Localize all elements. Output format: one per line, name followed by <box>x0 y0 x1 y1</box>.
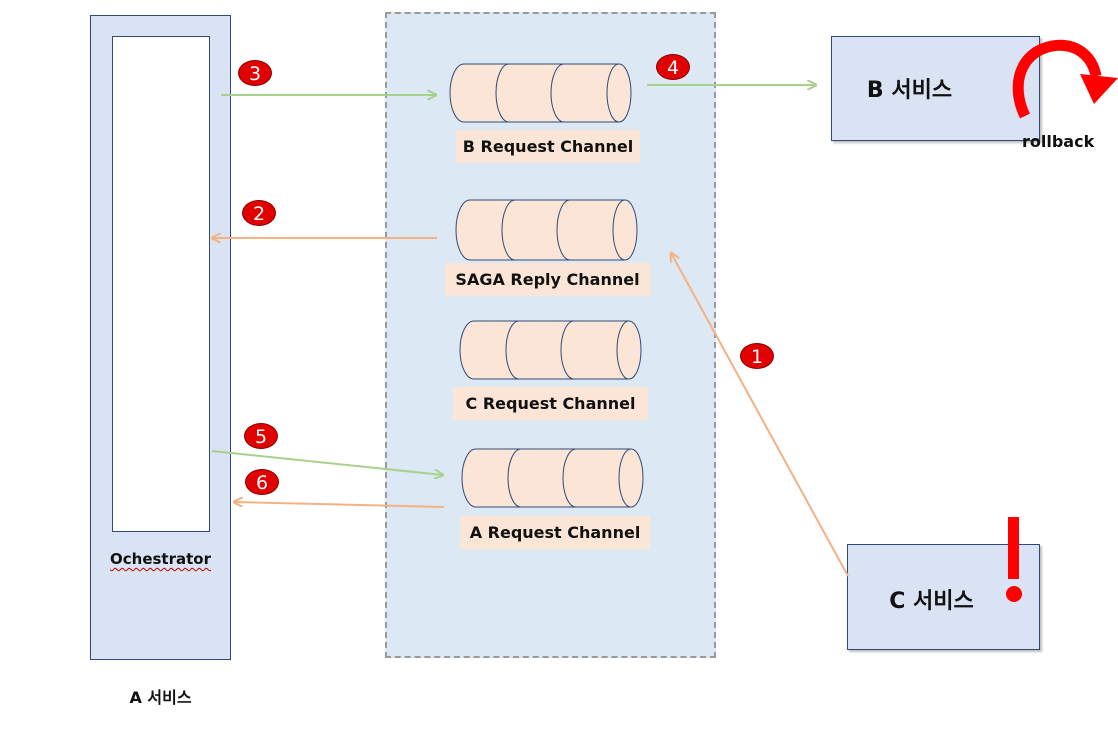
a-request-channel-label: A Request Channel <box>460 516 650 549</box>
a-request-queue-icon <box>461 448 644 508</box>
b-request-channel-label: B Request Channel <box>456 130 640 163</box>
step-3-badge: 3 <box>238 60 272 86</box>
step-1-arrow <box>671 253 849 577</box>
b-service-box: B 서비스 <box>831 36 1040 141</box>
step-6-arrow <box>234 502 445 508</box>
step-5-badge: 5 <box>244 423 278 449</box>
saga-reply-queue-icon <box>455 199 638 261</box>
c-request-queue-icon <box>459 320 642 380</box>
step-4-badge: 4 <box>656 54 690 80</box>
b-request-queue-icon <box>449 63 632 123</box>
step-2-badge: 2 <box>242 200 276 226</box>
step-6-badge: 6 <box>245 469 279 495</box>
c-service-label: C 서비스 <box>889 589 974 614</box>
orchestrator-box <box>112 36 210 532</box>
step-5-arrow <box>211 450 443 475</box>
c-request-channel-label: C Request Channel <box>453 387 648 420</box>
orchestrator-label: Ochestrator <box>110 550 211 568</box>
saga-reply-channel-label: SAGA Reply Channel <box>445 263 650 296</box>
rollback-curved-arrow-icon <box>1012 39 1118 119</box>
rollback-label: rollback <box>1022 132 1095 151</box>
b-service-label: B 서비스 <box>866 77 953 103</box>
error-exclamation-icon <box>1006 517 1022 602</box>
step-1-badge: 1 <box>740 343 774 369</box>
a-service-label: A 서비스 <box>129 688 192 707</box>
